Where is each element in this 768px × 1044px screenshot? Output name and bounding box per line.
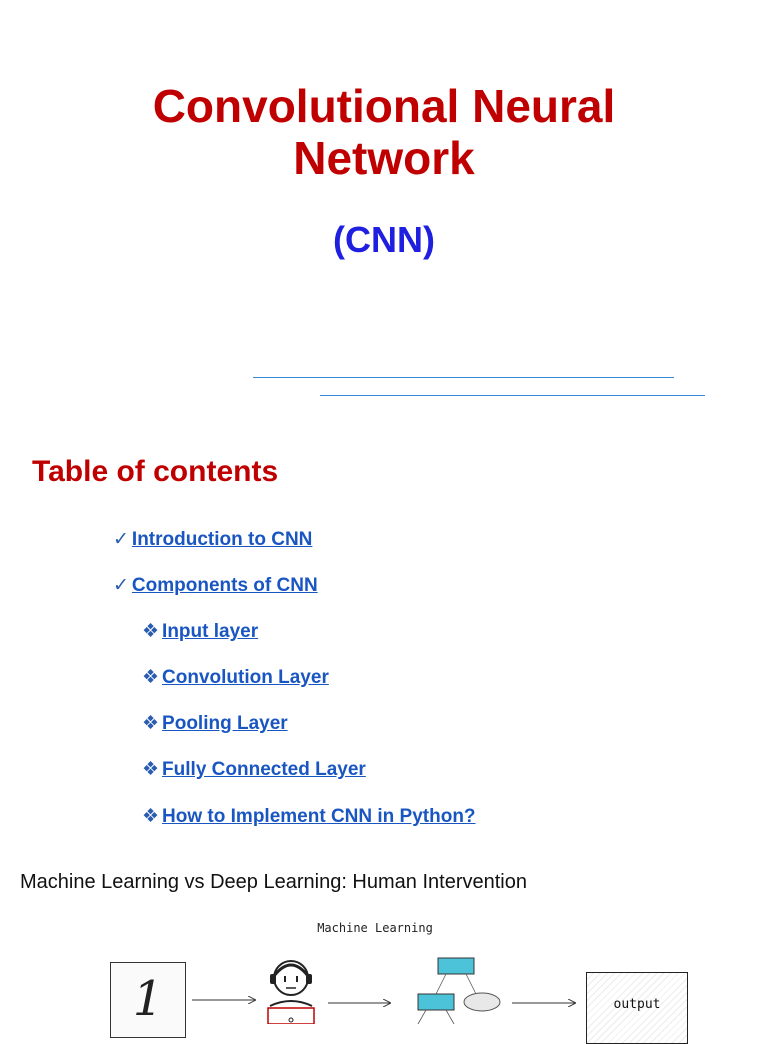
toc-item-input-layer[interactable]: ❖Input layer	[142, 620, 258, 644]
toc-link-pooling-layer[interactable]: Pooling Layer	[162, 713, 288, 734]
divider-line-2	[320, 395, 705, 396]
human-expert-icon	[267, 960, 315, 1024]
diamond-bullet-icon: ❖	[142, 759, 160, 780]
ml-diagram	[192, 957, 768, 1024]
diamond-bullet-icon: ❖	[142, 621, 160, 642]
checkmark-icon: ✓	[113, 575, 129, 596]
toc-item-convolution-layer[interactable]: ❖Convolution Layer	[142, 666, 329, 690]
input-digit: 1	[132, 971, 164, 1027]
output-box: output	[586, 972, 688, 1044]
toc-item-pooling-layer[interactable]: ❖Pooling Layer	[142, 712, 288, 736]
toc-link-convolution-layer[interactable]: Convolution Layer	[162, 667, 329, 688]
diagram-title: Machine Learning	[317, 921, 433, 935]
toc-item-implement-python[interactable]: ❖How to Implement CNN in Python?	[142, 805, 476, 829]
output-label: output	[613, 997, 661, 1012]
diamond-bullet-icon: ❖	[142, 713, 160, 734]
document-title-line-2: Network	[293, 132, 475, 184]
toc-link-introduction[interactable]: Introduction to CNN	[131, 529, 313, 550]
checkmark-icon: ✓	[113, 529, 129, 550]
section-heading: Machine Learning vs Deep Learning: Human…	[20, 871, 527, 893]
diamond-bullet-icon: ❖	[142, 667, 160, 688]
divider-line-1	[253, 377, 674, 378]
toc-item-introduction[interactable]: ✓Introduction to CNN	[113, 528, 312, 552]
toc-heading: Table of contents	[32, 455, 279, 488]
toc-item-fully-connected-layer[interactable]: ❖Fully Connected Layer	[142, 758, 366, 782]
toc-item-components[interactable]: ✓Components of CNN	[113, 574, 318, 598]
document-title: Convolutional Neural Network	[0, 80, 768, 184]
decision-tree-icon	[417, 957, 501, 1024]
toc-link-input-layer[interactable]: Input layer	[162, 621, 259, 642]
document-subtitle: (CNN)	[333, 219, 435, 260]
toc-link-fully-connected-layer[interactable]: Fully Connected Layer	[162, 759, 366, 780]
toc-link-components[interactable]: Components of CNN	[131, 575, 318, 596]
toc-link-implement-python[interactable]: How to Implement CNN in Python?	[162, 806, 476, 827]
document-title-line-1: Convolutional Neural	[152, 80, 616, 132]
diamond-bullet-icon: ❖	[142, 806, 160, 827]
